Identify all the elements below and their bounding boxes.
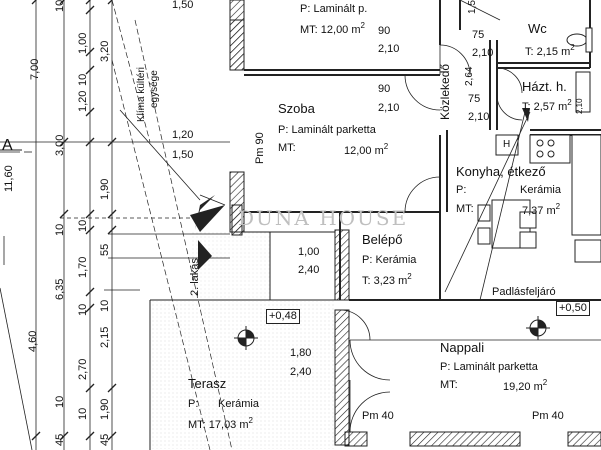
room-wc-name: Wc — [528, 21, 547, 36]
level-marker-living: +0,50 — [556, 301, 590, 316]
room-hazt-name: Házt. h. — [522, 79, 567, 94]
dim-col2-1: 1,00 — [77, 32, 89, 54]
room-konyha-area: 7,37 m2 — [522, 202, 561, 217]
dim-col2-8: 55 — [99, 243, 111, 256]
dim-left-3: 6,35 — [54, 278, 66, 300]
door1-height: 2,10 — [378, 43, 400, 55]
dim-col2-13: 1,90 — [99, 398, 111, 420]
room-nappali-floor: P: Laminált parketta — [440, 361, 538, 373]
room-terasz-area: MT: 17,03 m2 — [188, 416, 253, 431]
room-nappali-area: 19,20 m2 — [503, 378, 548, 393]
dim-col2-9: 10 — [77, 303, 89, 316]
room-belepo-area: T: 3,23 m2 — [362, 272, 412, 287]
room-hazt-area: T: 2,57 m2 — [522, 98, 572, 113]
appliance-h: H — [503, 139, 511, 150]
door2-width: 90 — [378, 83, 391, 95]
room-szoba-floor: P: Laminált parketta — [278, 124, 376, 136]
klima-label-2: egysége — [149, 70, 160, 108]
door4-width: 75 — [468, 93, 481, 105]
door2-height: 2,10 — [378, 102, 400, 114]
dim-col2-5: 1,90 — [99, 178, 111, 200]
room-konyha-floor: Kerámia — [520, 184, 561, 196]
dim-left-1: 7,00 — [29, 58, 41, 80]
room-terasz-name: Terasz — [188, 376, 227, 391]
attic-access-label: Padlásfeljáró — [492, 286, 556, 298]
watermark: DUNA HOUSE — [238, 206, 409, 230]
misc-height-15: 1,5 — [467, 0, 478, 14]
dim-h-1: 1,50 — [172, 0, 194, 11]
door5-height: 2,40 — [298, 264, 320, 276]
dim-col2-11: 10 — [99, 299, 111, 312]
neighbour-flat-label: 2. lakás — [189, 258, 201, 296]
szoba-top-area: MT: 12,00 m2 — [300, 21, 365, 36]
dim-col2-10: 2,15 — [99, 326, 111, 348]
room-terasz-p-label: P: — [188, 398, 199, 410]
room-kozlekedo-name: Közlekedő — [438, 63, 452, 120]
dim-left-6: 10 — [54, 395, 66, 408]
dim-outer-top: 11,60 — [3, 165, 15, 192]
door3-height: 2,10 — [472, 47, 494, 59]
room-wc-area: T: 2,15 m2 — [525, 43, 575, 58]
szoba-top-floor: P: Laminált p. — [300, 3, 368, 15]
dim-h-3: 1,50 — [172, 149, 194, 161]
room-terasz-floor: Kerámia — [218, 398, 259, 410]
pm40-left: Pm 40 — [362, 410, 394, 422]
dim-left-2: 3,00 — [54, 134, 66, 156]
pm40-right: Pm 40 — [532, 410, 564, 422]
dim-outer-bottom: 4,60 — [27, 330, 39, 352]
dim-col2-4: 10 — [77, 73, 89, 86]
dim-col2-14: 10 — [77, 407, 89, 420]
room-szoba-area: 12,00 m2 — [344, 142, 389, 157]
door1-width: 90 — [378, 25, 391, 37]
dim-left-4: 10 — [54, 0, 66, 12]
hazt-height: 2,10 — [575, 98, 584, 114]
dim-left-5: 10 — [54, 223, 66, 236]
room-nappali-mt: MT: — [440, 379, 458, 391]
dim-col2-12: 2,70 — [77, 358, 89, 380]
level-marker-terrace: +0,48 — [266, 309, 300, 324]
axis-label: A — [2, 137, 13, 154]
door6-width: 1,80 — [290, 347, 312, 359]
klima-label-1: Klíma kültéri — [136, 66, 147, 122]
door5-width: 1,00 — [298, 246, 320, 258]
dim-col2-3: 1,20 — [77, 90, 89, 112]
door4-height: 2,10 — [468, 111, 490, 123]
door6-height: 2,40 — [290, 366, 312, 378]
room-belepo-floor: P: Kerámia — [362, 254, 417, 266]
room-konyha-mt-label: MT: — [456, 203, 474, 215]
door3-width: 75 — [472, 29, 485, 41]
room-konyha-p-label: P: — [456, 184, 467, 196]
dim-col2-2: 3,20 — [99, 40, 111, 62]
dim-col2-15: 45 — [99, 433, 111, 446]
dim-col2-6: 10 — [77, 219, 89, 232]
room-konyha-name: Konyha, étkező — [456, 164, 546, 179]
room-szoba-mt: MT: — [278, 142, 296, 154]
room-nappali-name: Nappali — [440, 340, 485, 355]
kozlekedo-height: 2,64 — [464, 66, 475, 86]
level-markers — [234, 316, 550, 350]
pm90-label: Pm 90 — [254, 132, 266, 164]
dim-left-7: 45 — [54, 433, 66, 446]
room-belepo-name: Belépő — [362, 232, 403, 247]
dim-col2-7: 1,70 — [77, 256, 89, 278]
room-szoba-name: Szoba — [278, 101, 315, 116]
dim-h-2: 1,20 — [172, 129, 194, 141]
